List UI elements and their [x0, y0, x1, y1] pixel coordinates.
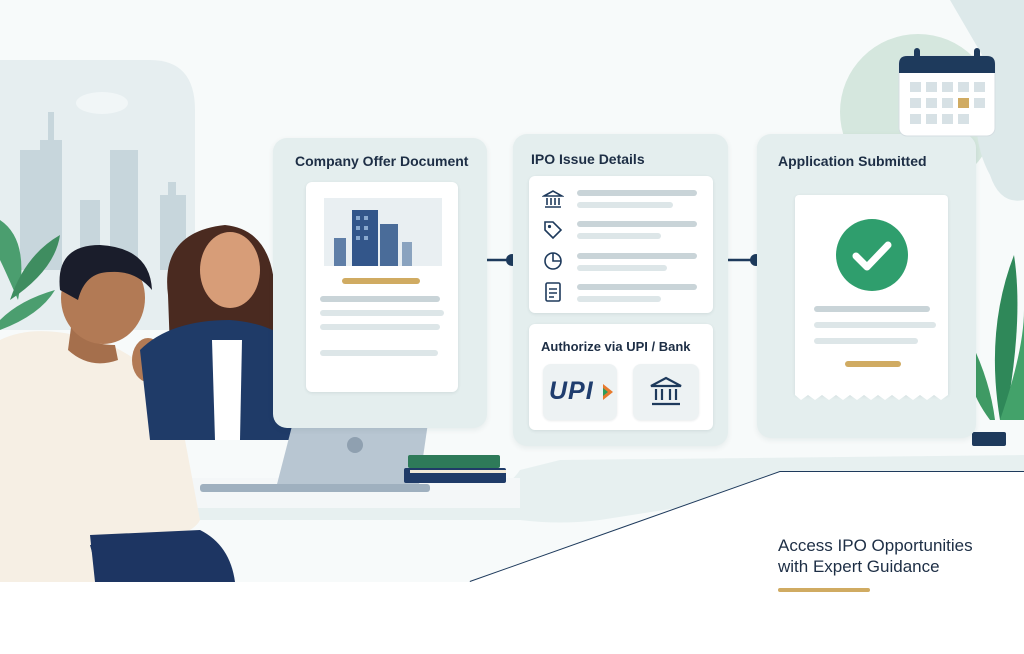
text-line [320, 296, 440, 302]
text-line [320, 350, 438, 356]
step-card-application-submitted: Application Submitted [757, 134, 976, 438]
step-title: Company Offer Document [295, 153, 469, 169]
authorize-panel: Authorize via UPI / Bank UPI [529, 324, 713, 430]
check-circle-icon [836, 219, 908, 291]
text-line [577, 233, 661, 239]
receipt-torn-edge [795, 391, 948, 400]
cloud [76, 92, 128, 114]
text-line [577, 202, 673, 208]
text-line [577, 296, 661, 302]
text-line [577, 221, 697, 227]
floor-area [0, 472, 1024, 654]
authorize-title: Authorize via UPI / Bank [541, 339, 691, 354]
text-line [577, 190, 697, 196]
bank-icon [542, 188, 564, 210]
text-line [814, 338, 918, 344]
books [404, 455, 506, 483]
text-line [320, 310, 444, 316]
upi-logo: UPI [549, 377, 594, 405]
man-figure [0, 245, 235, 582]
tag-icon [542, 219, 564, 241]
tagline-underline [778, 588, 870, 592]
calendar-icon [898, 48, 996, 137]
pie-chart-icon [542, 250, 564, 272]
text-line [577, 253, 697, 259]
offer-document-preview [306, 182, 458, 392]
tagline-line-1: Access IPO Opportunities [778, 536, 973, 555]
tagline: Access IPO Opportunities with Expert Gui… [778, 535, 973, 577]
bank-building-icon [650, 376, 682, 406]
plant-left [0, 220, 60, 330]
step-card-offer-document: Company Offer Document [273, 138, 487, 428]
tagline-line-2: with Expert Guidance [778, 557, 940, 576]
building-illustration [324, 198, 442, 266]
step-title: IPO Issue Details [531, 151, 645, 167]
highlight-bar [342, 278, 420, 284]
bank-button[interactable] [633, 364, 699, 420]
step-card-ipo-details: IPO Issue Details Authorize via UPI / Ba… [513, 134, 728, 446]
text-line [814, 322, 936, 328]
text-line [577, 284, 697, 290]
text-line [577, 265, 667, 271]
receipt [795, 195, 948, 400]
upi-arrow-icon [603, 384, 613, 400]
upi-button[interactable]: UPI [543, 364, 617, 420]
document-icon [542, 281, 564, 303]
step-title: Application Submitted [778, 153, 927, 169]
highlight-bar [845, 361, 901, 367]
issue-details-list [529, 176, 713, 313]
text-line [814, 306, 930, 312]
text-line [320, 324, 440, 330]
